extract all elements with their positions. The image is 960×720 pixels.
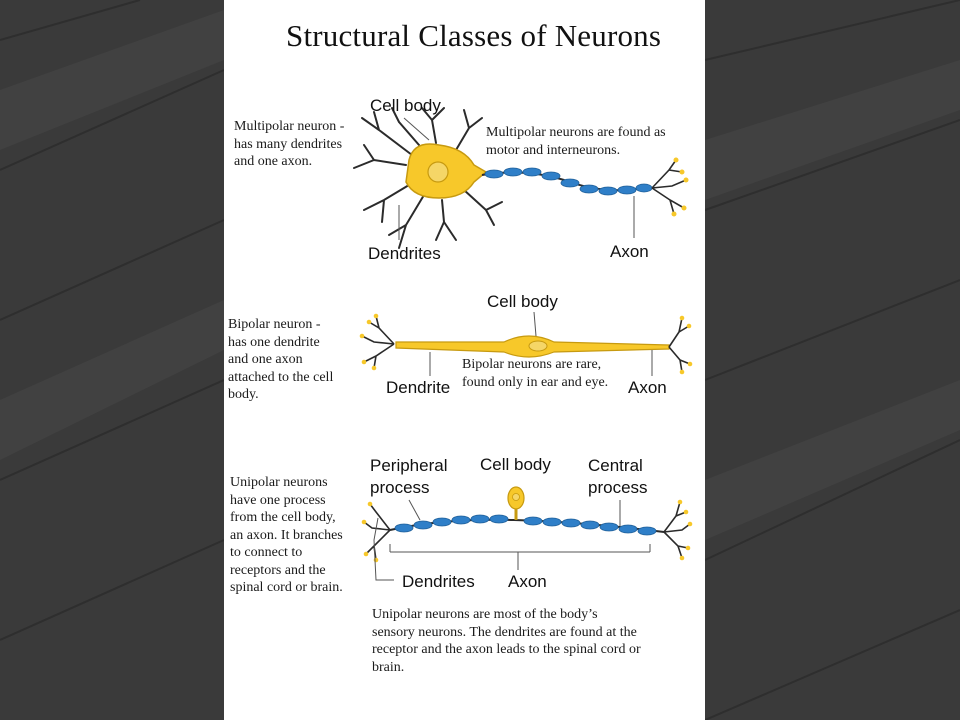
unipolar-note: Unipolar neurons are most of the body’s …	[372, 606, 641, 676]
multipolar-dendrites-label: Dendrites	[368, 244, 441, 263]
unipolar-cell-body-label: Cell body	[480, 455, 551, 474]
bipolar-dendrite-label: Dendrite	[386, 378, 451, 397]
unipolar-description-line: an axon. It branches	[230, 527, 343, 543]
multipolar-note: Multipolar neurons are found as motor an…	[486, 124, 666, 159]
unipolar-note-line: Unipolar neurons are most of the body’s	[372, 607, 598, 622]
unipolar-peripheral-label: Peripheral process	[370, 455, 448, 499]
multipolar-nucleus	[427, 161, 449, 183]
bipolar-cell-body-label: Cell body	[487, 292, 558, 311]
unipolar-neuron-diagram	[361, 486, 693, 581]
unipolar-description-line: from the cell body,	[230, 510, 336, 525]
unipolar-note-line: brain.	[372, 659, 405, 675]
unipolar-peripheral-label-line-1: Peripheral	[370, 456, 448, 475]
unipolar-note-line: receptor and the axon leads to the spina…	[372, 642, 641, 657]
multipolar-note-line: motor and interneurons.	[486, 142, 621, 158]
bipolar-neuron-diagram	[359, 311, 693, 376]
unipolar-dendrite-branches	[363, 503, 391, 561]
bipolar-description-line: has one dendrite	[228, 334, 320, 350]
unipolar-description-line: Unipolar neurons	[230, 475, 328, 490]
unipolar-central-label-line-2: process	[588, 478, 648, 497]
unipolar-axon-label: Axon	[508, 572, 547, 591]
bipolar-note-line: found only in ear and eye.	[462, 374, 609, 390]
multipolar-axon-myelin	[484, 167, 653, 196]
bipolar-dendrite-branches	[361, 315, 395, 369]
multipolar-description-line: Multipolar neuron -	[234, 119, 345, 134]
unipolar-central-label-line-1: Central	[588, 456, 643, 475]
bipolar-description-line: and one axon	[228, 352, 303, 367]
multipolar-description-line: has many dendrites	[234, 136, 343, 152]
unipolar-description-line: spinal cord or brain.	[230, 580, 343, 595]
unipolar-note-line: sensory neurons. The dendrites are found…	[372, 624, 637, 640]
bipolar-description-line: Bipolar neuron -	[228, 317, 321, 332]
multipolar-axon-label: Axon	[610, 242, 649, 261]
multipolar-neuron-diagram	[353, 107, 689, 249]
bipolar-description-line: body.	[228, 387, 259, 402]
multipolar-dendrites	[353, 107, 503, 249]
unipolar-central-label: Central process	[588, 455, 648, 499]
unipolar-description: Unipolar neurons have one process from t…	[230, 474, 343, 597]
bipolar-description-line: attached to the cell	[228, 369, 334, 385]
unipolar-description-line: to connect to	[230, 545, 303, 560]
unipolar-nucleus	[512, 493, 520, 501]
bipolar-note: Bipolar neurons are rare, found only in …	[462, 356, 608, 391]
unipolar-dendrites-label: Dendrites	[402, 572, 475, 591]
multipolar-description-line: and one axon.	[234, 154, 313, 169]
multipolar-description: Multipolar neuron - has many dendrites a…	[234, 118, 344, 171]
bipolar-axon-label: Axon	[628, 378, 667, 397]
slide-title: Structural Classes of Neurons	[286, 18, 662, 53]
unipolar-axon-myelin	[394, 514, 657, 536]
unipolar-peripheral-label-line-2: process	[370, 478, 430, 497]
slide: Structural Classes of Neurons	[224, 0, 705, 720]
unipolar-description-line: receptors and the	[230, 562, 326, 578]
unipolar-description-line: have one process	[230, 492, 326, 508]
bipolar-nucleus	[528, 340, 548, 352]
multipolar-note-line: Multipolar neurons are found as	[486, 125, 666, 140]
bipolar-note-line: Bipolar neurons are rare,	[462, 357, 602, 372]
multipolar-cell-body-label: Cell body	[370, 96, 441, 115]
bipolar-description: Bipolar neuron - has one dendrite and on…	[228, 316, 333, 404]
